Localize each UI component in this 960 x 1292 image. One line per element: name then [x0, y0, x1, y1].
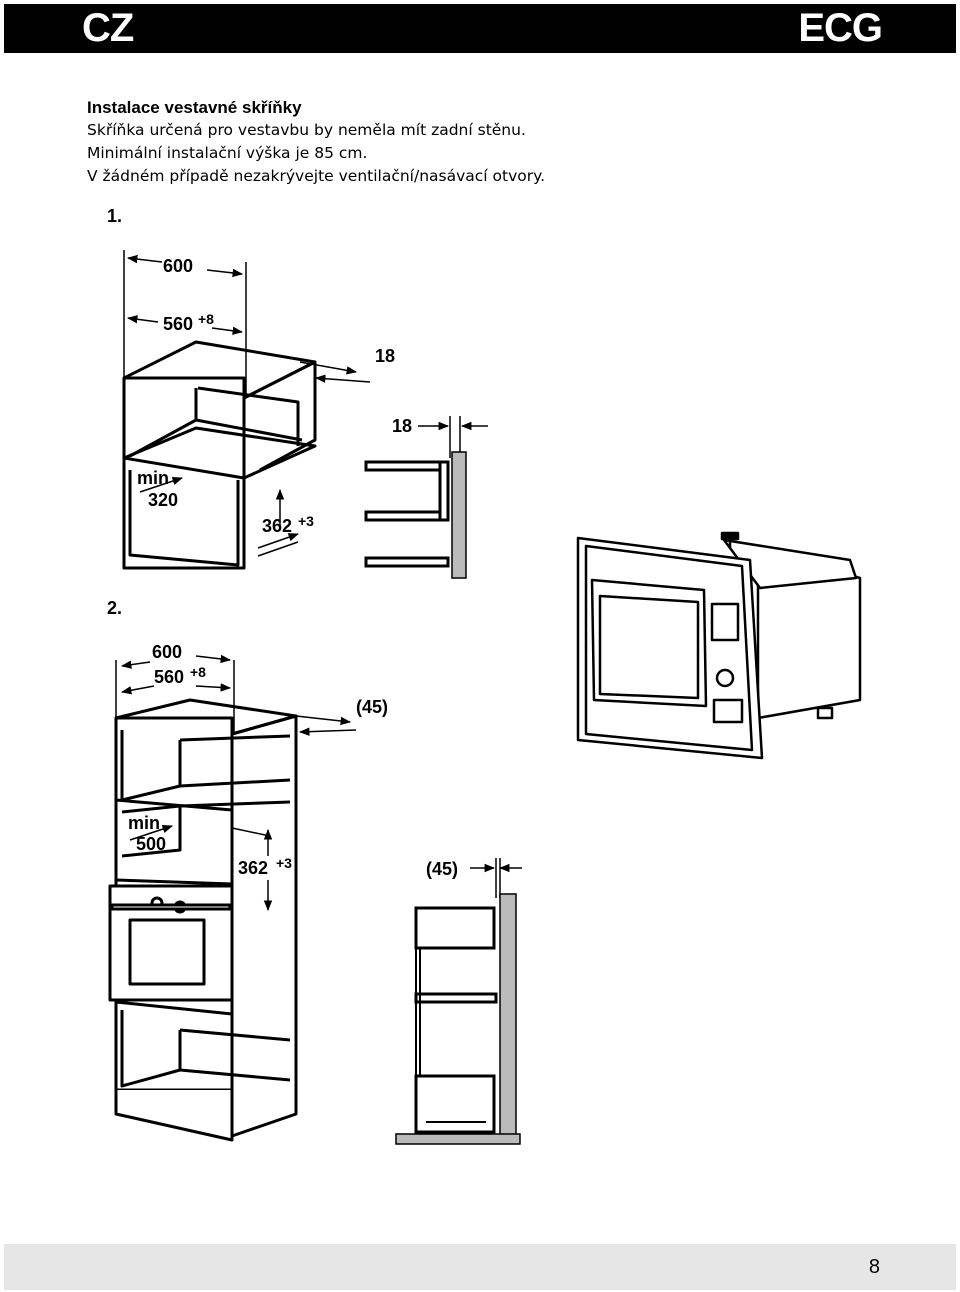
fig2-min-label: min: [128, 813, 160, 833]
microwave-illustration: [576, 531, 862, 760]
brand-logo: ECG: [798, 6, 883, 50]
figure-2-cabinet: [108, 698, 298, 1142]
fig1-side-section: 18: [364, 416, 488, 579]
fig2-inner-width: 560: [154, 667, 184, 687]
fig2-panel-top: (45): [356, 697, 388, 717]
fig2-outer-width: 600: [152, 642, 182, 662]
language-code: CZ: [82, 6, 134, 50]
page-footer: 8: [4, 1244, 956, 1290]
fig1-min-label: min: [137, 468, 169, 488]
fig2-inner-tolerance: +8: [190, 664, 206, 680]
step-1-number: 1.: [107, 206, 123, 226]
fig1-min-value: 320: [148, 490, 178, 510]
fig2-height-tolerance: +3: [276, 855, 292, 871]
fig2-min-value: 500: [136, 834, 166, 854]
fig1-height-tolerance: +3: [298, 513, 314, 529]
fig1-outer-width: 600: [163, 256, 193, 276]
intro-line-1: Skříňka určená pro vestavbu by neměla mí…: [87, 121, 526, 139]
fig2-height: 362: [238, 858, 268, 878]
intro-line-2: Minimální instalační výška je 85 cm.: [87, 144, 368, 162]
fig1-height: 362: [262, 516, 292, 536]
fig1-inner-width: 560: [163, 314, 193, 334]
fig1-panel-side: 18: [392, 416, 412, 436]
fig1-inner-tolerance: +8: [198, 311, 214, 327]
step-2-number: 2.: [107, 598, 123, 618]
section-title: Instalace vestavné skříňky: [87, 98, 302, 117]
figure-1-cabinet: [122, 340, 317, 570]
fig1-panel-top: 18: [375, 346, 395, 366]
page-header: CZ ECG: [4, 4, 956, 53]
intro-line-3: V žádném případě nezakrývejte ventilační…: [87, 167, 546, 185]
installation-intro: Instalace vestavné skříňky Skříňka určen…: [87, 96, 867, 188]
fig2-panel-side: (45): [426, 859, 458, 879]
page-number: 8: [868, 1256, 880, 1278]
fig2-side-section: (45): [395, 858, 522, 1145]
